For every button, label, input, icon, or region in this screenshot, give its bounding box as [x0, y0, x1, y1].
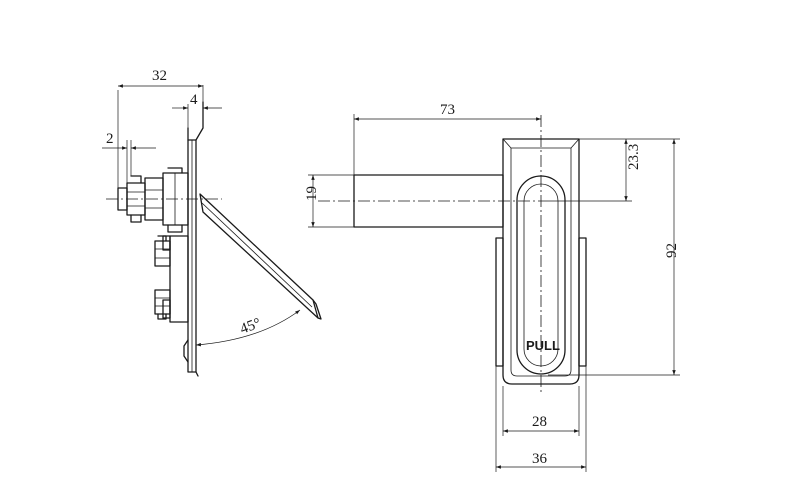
dim-28: 28 [532, 414, 547, 430]
dim-36: 36 [532, 451, 548, 467]
dim-23-3: 23.3 [626, 144, 642, 170]
dim-4: 4 [190, 92, 198, 108]
pull-label: PULL [526, 338, 560, 353]
side-view [106, 101, 322, 377]
front-view [318, 115, 587, 392]
dim-19: 19 [304, 186, 320, 201]
dim-73: 73 [440, 102, 455, 118]
dim-45-degrees: 45° [238, 315, 263, 337]
dim-2: 2 [106, 131, 114, 147]
dim-32: 32 [152, 68, 167, 84]
front-view-dimensions [308, 114, 680, 472]
side-view-dimensions [102, 84, 222, 188]
dim-92: 92 [664, 243, 680, 258]
